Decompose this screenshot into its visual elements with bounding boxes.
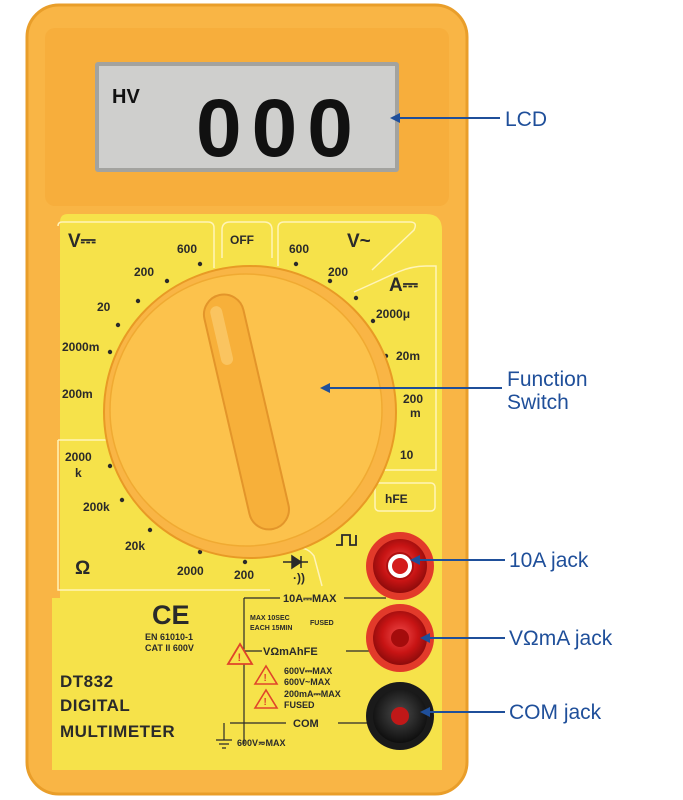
dca-ranges: 2000μ 20m 200 m 10 [376,307,423,462]
vma-spec-acv: 600V~MAX [284,677,330,687]
standard-label: EN 61010-1 [145,632,193,642]
acv-section-border [277,221,417,271]
square-wave-icon [336,534,357,546]
callout-com-jack: COM jack [509,701,602,724]
10a-max10sec: MAX 10SEC [250,615,290,622]
callout-10a-jack: 10A jack [509,549,589,572]
ohm-section-border [57,439,270,591]
ohm-range-20k: 20k [125,539,145,553]
warning-icon-3: ! [253,688,279,709]
dcv-title: V⎓ [68,231,96,252]
dcv-range-200: 200 [134,265,154,279]
off-window [221,221,273,258]
callout-function-line1: Function [507,368,588,391]
vma-spec-fused: FUSED [284,700,315,710]
hfe-label: hFE [385,492,408,506]
10a-fused: FUSED [310,620,334,627]
svg-text:!: ! [264,673,267,684]
svg-text:!: ! [238,652,242,664]
lcd-hv-indicator: HV [112,86,140,108]
dcv-range-2000m: 2000m [62,340,99,354]
callout-arrows [320,113,505,717]
dcv-range-600: 600 [177,242,197,256]
ohm-range-2000k-unit: k [75,466,82,480]
lcd-digits: 000 [196,83,363,174]
lcd-screen [99,66,395,168]
svg-text:·)): ·)) [293,571,305,585]
ohm-range-200k: 200k [83,500,110,514]
dca-range-20m: 20m [396,349,420,363]
ce-mark: CE [152,600,190,630]
ground-spec: 600V≂MAX [237,738,286,748]
10a-each15min: EACH 15MIN [250,625,292,632]
dca-section-border [353,265,437,471]
jack-wiring [216,597,388,749]
warning-icon-2: ! [253,664,279,685]
vma-spec-ma: 200mA⎓MAX [284,689,341,699]
10a-spec: 10A⎓MAX [283,593,337,605]
jack-vma[interactable] [366,604,434,672]
dca-range-200: 200 [403,392,423,406]
dcv-section-border [57,221,215,268]
lcd-display: HV 000 [95,62,399,174]
ohm-range-2000k: 2000 [65,450,92,464]
dca-range-200-unit: m [410,406,421,420]
dca-title: A⎓ [389,275,418,296]
dcv-range-20: 20 [97,300,111,314]
function-switch-knob[interactable] [103,265,397,559]
off-label: OFF [230,233,254,247]
callout-lcd: LCD [505,108,547,131]
acv-ranges: 600 200 [289,242,348,279]
callout-function-line2: Switch [507,391,569,414]
diode-continuity-icon: ·)) [283,554,308,585]
knob-pointer-bar[interactable] [200,291,293,534]
hfe-box [374,482,436,512]
acv-range-200: 200 [328,265,348,279]
model-label: DT832 [60,672,114,691]
acv-range-600: 600 [289,242,309,256]
brand-line2: MULTIMETER [60,722,175,741]
dca-range-2000u: 2000μ [376,307,410,321]
ohm-range-2000: 2000 [177,564,204,578]
category-label: CAT II 600V [145,643,194,653]
jack-10a[interactable] [366,532,434,600]
dca-range-10: 10 [400,448,414,462]
ohm-title: Ω [75,558,90,579]
com-label: COM [293,718,319,730]
ohm-ranges: 2000 k 200k 20k 2000 200 [65,450,254,582]
dcv-range-200m: 200m [62,387,93,401]
callout-vma-jack: VΩmA jack [509,627,613,650]
jack-com[interactable] [366,682,434,750]
brand-line1: DIGITAL [60,696,130,715]
warning-icon: ! [226,642,254,665]
acv-title: V~ [347,231,371,252]
vma-jack-label: VΩmAhFE [263,646,318,658]
svg-text:!: ! [264,697,267,708]
ohm-range-200: 200 [234,568,254,582]
dcv-ranges: 600 200 20 2000m 200m [62,242,197,401]
vma-spec-dcv: 600V⎓MAX [284,666,332,676]
